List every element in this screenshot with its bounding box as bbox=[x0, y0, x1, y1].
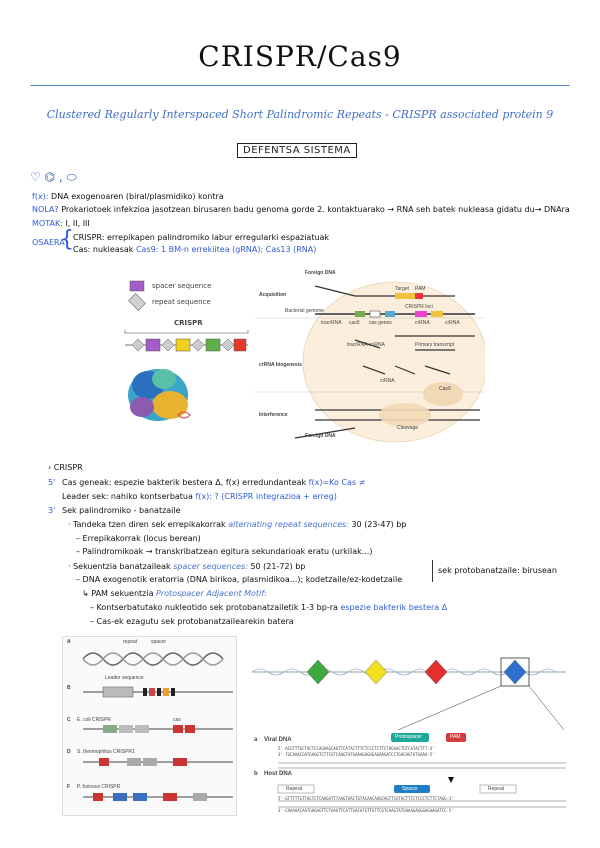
host-dna-label: Host DNA bbox=[264, 771, 292, 777]
crrna-biogenesis-label: crRNA biogenesis bbox=[259, 362, 302, 368]
crispr-palindromic: Sek palindromiko - banatzaile bbox=[62, 506, 181, 515]
panel-b-lowercase: b bbox=[254, 771, 258, 777]
sthermo-label: S. thermophilus CRISPR1 bbox=[77, 749, 135, 755]
repeat-diamond bbox=[306, 659, 330, 685]
page-title: CRISPR/Cas9 bbox=[198, 40, 402, 73]
viral-dna-label: Viral DNA bbox=[264, 737, 292, 743]
intro-nola: NOLA? Prokariotoek infekzioa jasotzean b… bbox=[32, 205, 570, 214]
panel-a-label: A bbox=[67, 639, 71, 645]
spacer-label: spacer bbox=[151, 639, 167, 645]
title-divider bbox=[30, 85, 570, 86]
intro-osaera-2: Cas: nukleasak Cas9: 1 BM-n errekiitea (… bbox=[73, 245, 317, 254]
tracr-crrna-label: tracrRNA :crRNA bbox=[347, 342, 385, 348]
repeat-label-1: Repeat bbox=[286, 786, 303, 792]
pfuriosus-label: P. furiosus CRISPR bbox=[77, 784, 121, 790]
gene-crrna-2: crRNA bbox=[445, 320, 460, 326]
panel-b-label: B bbox=[67, 685, 71, 691]
crispr-pam-conserved: – Kontserbatutako nukleotido sek protoba… bbox=[90, 603, 448, 612]
gene-crrna-1: crRNA bbox=[415, 320, 430, 326]
cas9-protein-illustration bbox=[128, 369, 191, 421]
intro-osaera-1: CRISPR: errepikapen palindromiko labur e… bbox=[73, 233, 330, 242]
side-note-divider bbox=[432, 560, 433, 582]
crispr-leader: Leader sek: nahiko kontserbatua f(x): ? … bbox=[62, 492, 337, 501]
crispr-pam-recognition: – Cas-ek ezagutu sek protobanatzailearek… bbox=[90, 617, 294, 626]
crispr-palindromic-detail: – Palindromikoak → transkribatzean egitu… bbox=[76, 547, 373, 556]
gene-cas9: cas9 bbox=[349, 320, 360, 326]
repeat-diamond bbox=[503, 659, 527, 685]
acquisition-label: Acquisition bbox=[259, 292, 287, 298]
crispr-spacer-origin: – DNA exogenotik eratorria (DNA birikoa,… bbox=[76, 575, 403, 584]
page-subtitle: Clustered Regularly Interspaced Short Pa… bbox=[46, 108, 554, 121]
primary-transcript-label: Primary transcript bbox=[415, 342, 455, 348]
crispr-schematic-figure: spacer sequence repeat sequence CRISPR bbox=[120, 275, 250, 445]
pam-label: PAM bbox=[415, 286, 426, 292]
interference-label: Interference bbox=[259, 412, 288, 418]
intro-motak: MOTAK: I, II, III bbox=[32, 219, 90, 228]
gene-cas: cas genes bbox=[369, 320, 392, 326]
panel-d-label: D bbox=[67, 749, 71, 755]
crispr-array-label: CRISPR bbox=[174, 319, 203, 327]
legend-repeat-label: repeat sequence bbox=[152, 298, 211, 306]
crrna-label: crRNA bbox=[380, 378, 395, 384]
intro-osaera-label: OSAERA bbox=[32, 238, 65, 247]
foreign-dna-label: Foreign DNA bbox=[305, 270, 336, 276]
repeat-diamond bbox=[364, 659, 388, 685]
pam-protospacer-figure: a Viral DNA Protospacer PAM 5'-ACGTTTGCT… bbox=[248, 640, 570, 818]
osaera-bracket: { bbox=[60, 227, 74, 252]
pam-label-fig4: PAM bbox=[450, 734, 461, 740]
spacer-swatch bbox=[129, 280, 145, 292]
side-note: sek protobanatzaile: birusean bbox=[438, 566, 557, 575]
ecoli-label: E. coli CRISPR bbox=[77, 717, 111, 723]
crispr-repetitive: – Errepikakorrak (locus berean) bbox=[76, 534, 201, 543]
host-seq-bottom: 3'-CAAAAACAATGAGAGTTCTAAATTCATTGACATGTTG… bbox=[278, 808, 454, 813]
bacterial-genome-label: Bacterial genome bbox=[285, 308, 324, 314]
crispr-loci-label: CRISPR loci bbox=[405, 304, 433, 310]
panel-a-lowercase: a bbox=[254, 737, 258, 743]
repeat-swatch bbox=[128, 293, 146, 311]
viral-seq-top: 5'-ACGTTTGCTACTCCAGAAGCAGTTCATACTTTCTCCC… bbox=[278, 746, 435, 751]
pam-box bbox=[446, 733, 466, 742]
host-seq-top: 5'-GTTTTTGTTACTCTCAAGATTTAAGTAACTGTACAAC… bbox=[278, 796, 454, 801]
gene-tracrrna: tracrRNA bbox=[321, 320, 342, 326]
crispr-tandem: · Tandeka tzen diren sek errepikakorrak … bbox=[68, 520, 407, 529]
foreign-dna-label-2: Foreign DNA bbox=[305, 433, 336, 439]
protospacer-box bbox=[391, 733, 429, 742]
section-heading: DEFENTSA SISTEMA bbox=[237, 143, 357, 158]
marker-3prime: 3' bbox=[48, 506, 56, 515]
crispr-mechanism-diagram: Foreign DNA Acquisition Target PAM CRISP… bbox=[255, 270, 488, 445]
crispr-heading: › CRISPR bbox=[48, 463, 83, 472]
viral-seq-bottom: 3'-TGCAAACGATGAGGTCTTCGTCAAGTATGAAAGAGGG… bbox=[278, 752, 435, 757]
repeat-label-2: Repeat bbox=[488, 786, 505, 792]
panel-f-label: F bbox=[67, 784, 71, 790]
repeat-label: repeat bbox=[123, 639, 138, 645]
cas9-label: Cas9 bbox=[439, 386, 451, 392]
marker-5prime: 5' bbox=[48, 478, 56, 487]
spacer-label-fig4: Spacer bbox=[402, 786, 418, 792]
repeat-diamond bbox=[424, 659, 448, 685]
intro-fx: f(x): DNA exogenoaren (biral/plasmidiko)… bbox=[32, 192, 224, 201]
crispr-cas-genes: Cas geneak: espezie bakterik bestera Δ, … bbox=[62, 478, 366, 487]
crispr-spacers: · Sekuentzia banatzaileak spacer sequenc… bbox=[68, 562, 306, 571]
crispr-pam: ↳ PAM sekuentzia Protospacer Adjacent Mo… bbox=[82, 589, 267, 598]
crispr-loci-figure: A repeat spacer B Leader sequence C E. c… bbox=[62, 636, 237, 816]
legend-spacer-label: spacer sequence bbox=[152, 282, 212, 290]
cleavage-label: Cleavage bbox=[397, 425, 419, 431]
cas-label: cas bbox=[173, 717, 181, 723]
protospacer-label: Protospacer bbox=[395, 734, 422, 740]
panel-c-label: C bbox=[67, 717, 71, 723]
leader-label: Leader sequence bbox=[105, 675, 144, 681]
target-label: Target bbox=[395, 286, 409, 292]
virus-icon: ♡ ⌬ , ⬭ bbox=[30, 170, 77, 184]
